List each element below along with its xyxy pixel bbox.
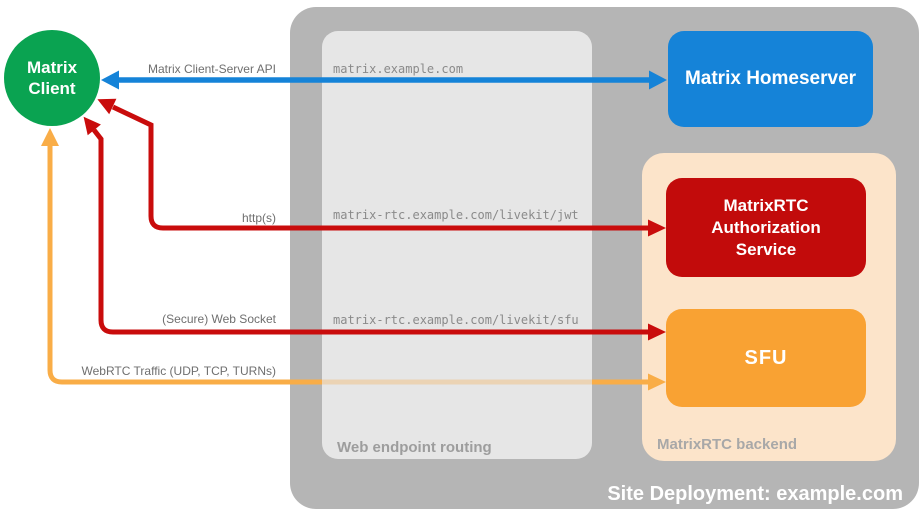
https-label: http(s)	[241, 211, 276, 225]
web-endpoint-routing-box	[322, 31, 592, 459]
endpoint-matrix-example: matrix.example.com	[333, 62, 464, 76]
matrix-client-label-line2: Client	[28, 79, 76, 98]
endpoint-livekit-jwt: matrix-rtc.example.com/livekit/jwt	[333, 208, 579, 222]
matrix-homeserver-label: Matrix Homeserver	[684, 68, 857, 89]
webrtc-traffic-label: WebRTC Traffic (UDP, TCP, TURNs)	[81, 364, 277, 378]
client-server-api-label: Matrix Client-Server API	[147, 62, 276, 76]
sfu-node: SFU	[666, 309, 866, 407]
web-socket-label: (Secure) Web Socket	[162, 312, 276, 326]
matrix-client-label-line1: Matrix	[26, 58, 78, 77]
matrix-homeserver-node: Matrix Homeserver	[668, 31, 873, 127]
matrixrtc-authorization-service-label: MatrixRTC Authorization Service	[711, 195, 821, 259]
matrixrtc-authorization-service-node: MatrixRTC Authorization Service	[666, 178, 866, 277]
sfu-label: SFU	[744, 346, 788, 369]
site-deployment-caption: Site Deployment: example.com	[607, 483, 903, 505]
web-endpoint-routing-caption: Web endpoint routing	[337, 439, 492, 456]
matrix-client-node: Matrix Client	[4, 30, 100, 126]
matrixrtc-backend-caption: MatrixRTC backend	[657, 436, 798, 453]
endpoint-livekit-sfu: matrix-rtc.example.com/livekit/sfu	[333, 313, 579, 327]
